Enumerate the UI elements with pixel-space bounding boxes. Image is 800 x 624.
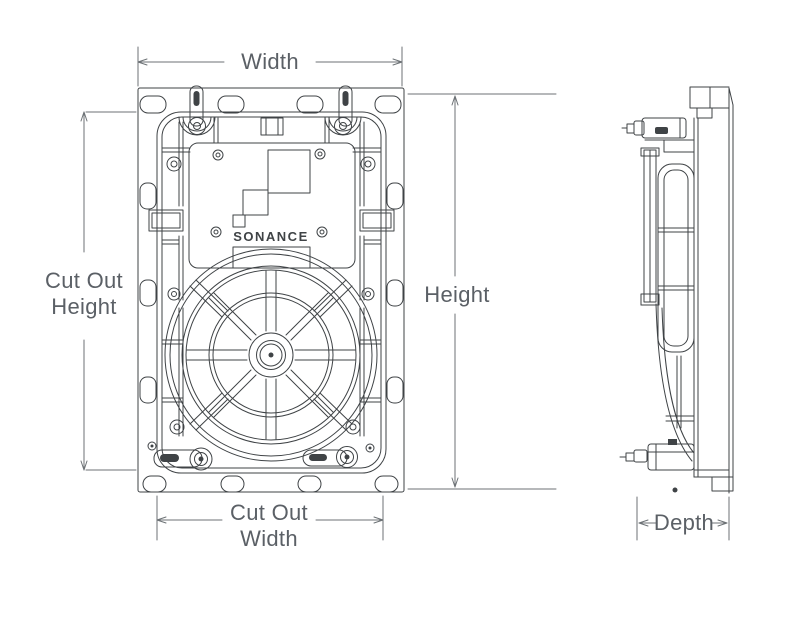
mounting-frame [137,87,405,493]
width-dimension-label: Width [241,49,299,74]
cutout-height-label-line1: Cut Out [45,268,123,293]
cutout-width-label-line1: Cut Out [230,500,308,525]
height-dimension [407,93,557,490]
woofer-basket [164,248,378,462]
cutout-height-label-line2: Height [51,294,117,319]
front-view-drawing [137,85,405,493]
dimension-lines [80,46,730,541]
cutout-width-dimension-label: Cut Out Width [208,500,330,552]
width-dimension [137,46,403,87]
depth-dimension-label: Depth [653,510,715,535]
brand-plate-text: SONANCE [233,229,309,244]
side-view-drawing [619,86,734,494]
top-dog-leg-clamps [178,85,362,136]
bottom-dog-leg-clamps [147,441,375,471]
cutout-width-label-line2: Width [240,526,298,551]
height-dimension-label: Height [424,282,490,307]
depth-dimension [636,496,730,541]
cutout-width-dimension [156,495,384,541]
cutout-height-dimension-label: Cut Out Height [23,268,145,320]
brand-plate [188,142,356,269]
speaker-chassis [148,111,395,474]
cutout-height-dimension [80,111,137,471]
